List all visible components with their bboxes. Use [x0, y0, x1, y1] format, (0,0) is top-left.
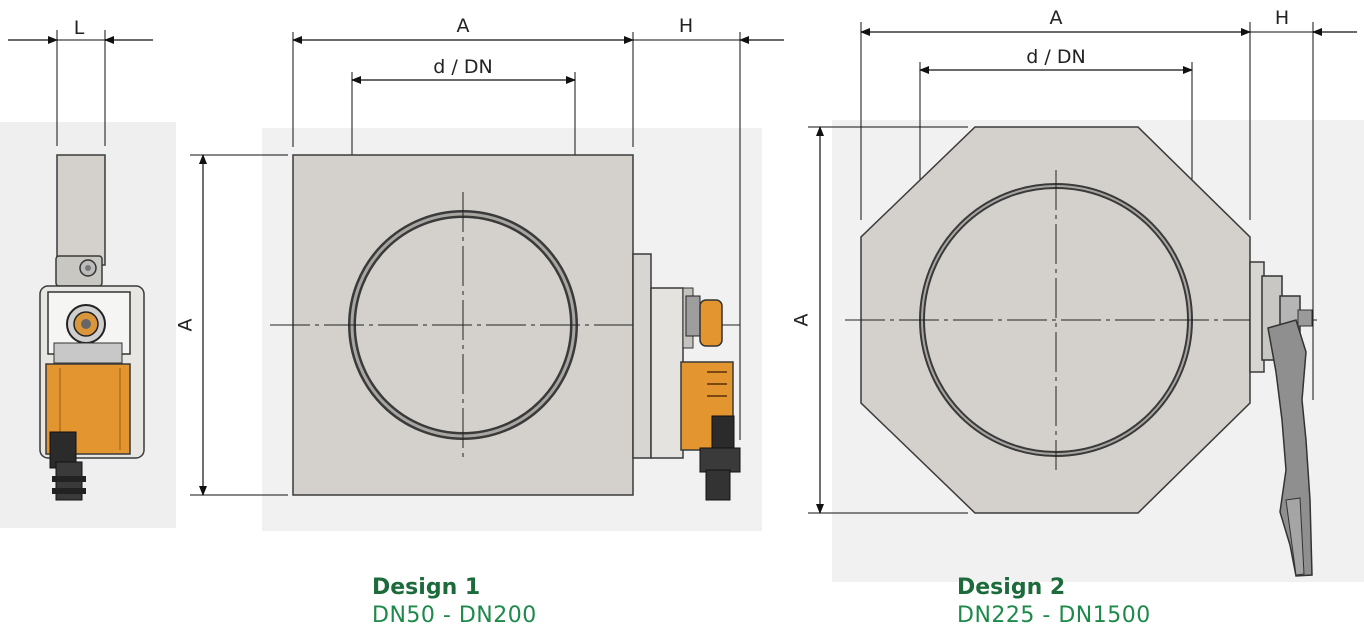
dim-label-design2-height: A [791, 314, 813, 327]
design2-view [808, 22, 1357, 577]
design1-title: Design 1 [372, 575, 481, 600]
dim-label-design2-bore: d / DN [1026, 46, 1085, 68]
design1-cable-gland [705, 469, 731, 501]
dim-label-design1-depth: H [679, 15, 693, 37]
design1-view [190, 32, 784, 501]
dim-label-design2-depth: H [1275, 7, 1289, 29]
design2-title: Design 2 [957, 575, 1066, 600]
design2-caption: Design 2 DN225 - DN1500 [957, 575, 1151, 629]
dim-label-design1-bore: d / DN [433, 56, 492, 78]
dim-label-design1-width: A [457, 15, 470, 37]
design1-caption: Design 1 DN50 - DN200 [372, 575, 537, 629]
design1-range: DN50 - DN200 [372, 603, 537, 629]
side-view [8, 30, 153, 501]
dim-label-design2-width: A [1050, 7, 1063, 29]
design2-range: DN225 - DN1500 [957, 603, 1151, 629]
dim-label-side-L: L [74, 17, 85, 39]
side-blade [56, 154, 106, 266]
design1-actuator [680, 361, 734, 451]
dim-label-design1-height: A [175, 319, 197, 332]
